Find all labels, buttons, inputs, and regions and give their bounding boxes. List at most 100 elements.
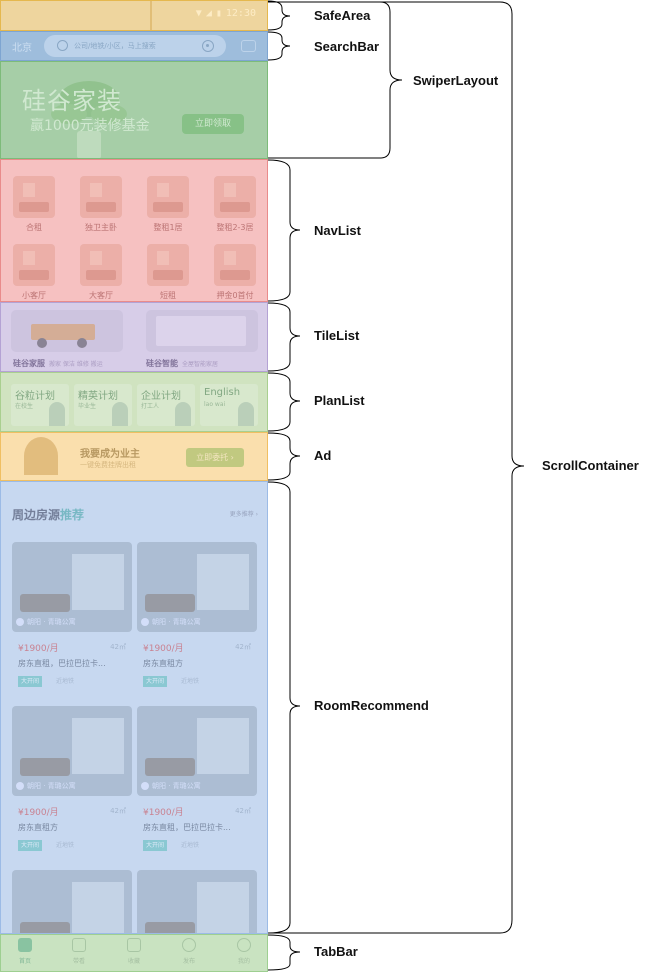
- person-illustration: [175, 402, 191, 426]
- nav-item-master-bedroom[interactable]: 独卫主卧: [76, 176, 126, 233]
- nav-item-short-rent[interactable]: 短租: [143, 244, 193, 301]
- tab-viewing[interactable]: 带看: [54, 938, 104, 965]
- tab-favorites[interactable]: 收藏: [109, 938, 159, 965]
- room-price: ¥1900/月: [18, 644, 59, 654]
- room-tag: 大开间: [143, 840, 168, 851]
- label-swiper-layout: SwiperLayout: [413, 73, 499, 88]
- heading-main: 周边房源: [12, 508, 61, 522]
- room-location-text: 朝阳 · 青璐公寓: [27, 782, 76, 790]
- tab-label: 带看: [72, 958, 85, 965]
- nav-item-label: 整租1居: [153, 223, 183, 232]
- room-area: 42㎡: [235, 643, 251, 651]
- room-name: 房东直租方: [18, 823, 58, 832]
- room-card[interactable]: 朝阳 · 青璐公寓 ¥1900/月 42㎡ 房东直租，巴拉巴拉卡... 大开间 …: [137, 706, 257, 851]
- location-pin-icon: [16, 782, 24, 790]
- room-location: 朝阳 · 青璐公寓: [16, 617, 76, 627]
- nav-item-large-living[interactable]: 大客厅: [76, 244, 126, 301]
- nav-item-multi-bedroom[interactable]: 整租2-3居: [210, 176, 260, 233]
- room-price: ¥1900/月: [143, 644, 184, 654]
- room-card[interactable]: 朝阳 · 青璐公寓 ¥1900/月 42㎡ 房东直租方 大开间 近地铁: [137, 542, 257, 687]
- room-card-partial[interactable]: [137, 870, 257, 934]
- tab-publish[interactable]: 发布: [164, 938, 214, 965]
- room-thumbnail: [80, 244, 122, 286]
- city-selector[interactable]: 北京: [12, 43, 32, 54]
- room-thumbnail: [147, 244, 189, 286]
- room-location: 朝阳 · 青璐公寓: [141, 617, 201, 627]
- battery-icon: ▮: [215, 8, 222, 19]
- banner-title: 硅谷家装: [22, 87, 122, 115]
- room-card-partial[interactable]: [12, 870, 132, 934]
- status-bar-divider: [150, 0, 152, 31]
- search-placeholder: 公司/地铁/小区，马上搜索: [74, 42, 156, 50]
- tile-home-service[interactable]: [11, 310, 123, 352]
- ad-entrust-button[interactable]: 立即委托 ›: [186, 448, 244, 467]
- recommend-heading: 周边房源推荐: [12, 506, 84, 523]
- room-thumbnail: [214, 244, 256, 286]
- room-card[interactable]: 朝阳 · 青璐公寓 ¥1900/月 42㎡ 房东直租方 大开间 近地铁: [12, 706, 132, 851]
- plan-subtitle: lao wai: [204, 401, 226, 408]
- room-tag: 大开间: [18, 840, 43, 851]
- room-tag-secondary: 近地铁: [181, 842, 200, 849]
- room-location-text: 朝阳 · 青璐公寓: [27, 618, 76, 626]
- label-tile-list: TileList: [314, 328, 360, 343]
- room-card[interactable]: 朝阳 · 青璐公寓 ¥1900/月 42㎡ 房东直租，巴拉巴拉卡... 大开间 …: [12, 542, 132, 687]
- tab-label: 首页: [18, 958, 31, 965]
- nav-item-label: 整租2-3居: [216, 223, 254, 232]
- room-thumbnail: [147, 176, 189, 218]
- room-name: 房东直租，巴拉巴拉卡...: [143, 823, 231, 832]
- plan-subtitle: 在校生: [15, 403, 34, 410]
- signal-icon: ◢: [205, 8, 212, 19]
- person-illustration: [238, 402, 254, 426]
- message-icon[interactable]: [241, 40, 256, 52]
- tile-desc: 搬家 保洁 维修 搬运: [49, 361, 103, 368]
- room-price: ¥1900/月: [18, 808, 59, 818]
- locate-icon[interactable]: [202, 40, 214, 52]
- room-name: 房东直租，巴拉巴拉卡...: [18, 659, 106, 668]
- nav-item-zero-deposit[interactable]: 押金0首付: [210, 244, 260, 301]
- more-recommend-link[interactable]: 更多推荐 ›: [229, 511, 258, 518]
- room-tag-secondary: 近地铁: [56, 678, 75, 685]
- label-nav-list: NavList: [314, 223, 361, 238]
- search-input[interactable]: 公司/地铁/小区，马上搜索: [44, 35, 226, 57]
- tile-caption: 硅谷家服搬家 保洁 维修 搬运: [13, 358, 103, 369]
- nav-item-label: 短租: [160, 291, 176, 300]
- label-scroll-container: ScrollContainer: [542, 458, 639, 473]
- plan-card[interactable]: 精英计划毕业生: [74, 384, 132, 426]
- tile-smart-home[interactable]: [146, 310, 258, 352]
- tab-label: 我的: [237, 958, 250, 965]
- label-room-recommend: RoomRecommend: [314, 698, 429, 713]
- heading-accent: 推荐: [60, 508, 85, 522]
- label-ad: Ad: [314, 448, 332, 463]
- nav-item-small-living[interactable]: 小客厅: [9, 244, 59, 301]
- document-icon: [72, 938, 86, 952]
- nav-item-label: 小客厅: [22, 291, 46, 300]
- tab-home[interactable]: 首页: [0, 938, 50, 965]
- room-thumbnail: [80, 176, 122, 218]
- ad-subtitle: 一键免费挂牌出租: [80, 461, 136, 469]
- location-pin-icon: [16, 618, 24, 626]
- chat-icon: [182, 938, 196, 952]
- plant-image: [51, 81, 127, 159]
- plan-card[interactable]: 谷粒计划在校生: [11, 384, 69, 426]
- label-tab-bar: TabBar: [314, 944, 358, 959]
- tile-title: 硅谷家服: [13, 359, 45, 368]
- nav-item-shared[interactable]: 合租: [9, 176, 59, 233]
- nav-item-one-bedroom[interactable]: 整租1居: [143, 176, 193, 233]
- label-safe-area: SafeArea: [314, 8, 371, 23]
- tile-caption: 硅谷智能全屋智能家居: [146, 358, 218, 369]
- room-area: 42㎡: [110, 807, 126, 815]
- room-thumbnail: [214, 176, 256, 218]
- plan-title: 企业计划: [141, 391, 181, 402]
- room-tag: 大开间: [18, 676, 43, 687]
- nav-item-label: 独卫主卧: [85, 223, 117, 232]
- ad-title: 我要成为业主: [80, 449, 140, 460]
- tab-mine[interactable]: 我的: [219, 938, 268, 965]
- plan-card[interactable]: 企业计划打工人: [137, 384, 195, 426]
- plan-title: 谷粒计划: [15, 391, 55, 402]
- location-pin-icon: [141, 782, 149, 790]
- smile-icon: [237, 938, 251, 952]
- banner-cta-button[interactable]: 立即领取: [182, 114, 244, 134]
